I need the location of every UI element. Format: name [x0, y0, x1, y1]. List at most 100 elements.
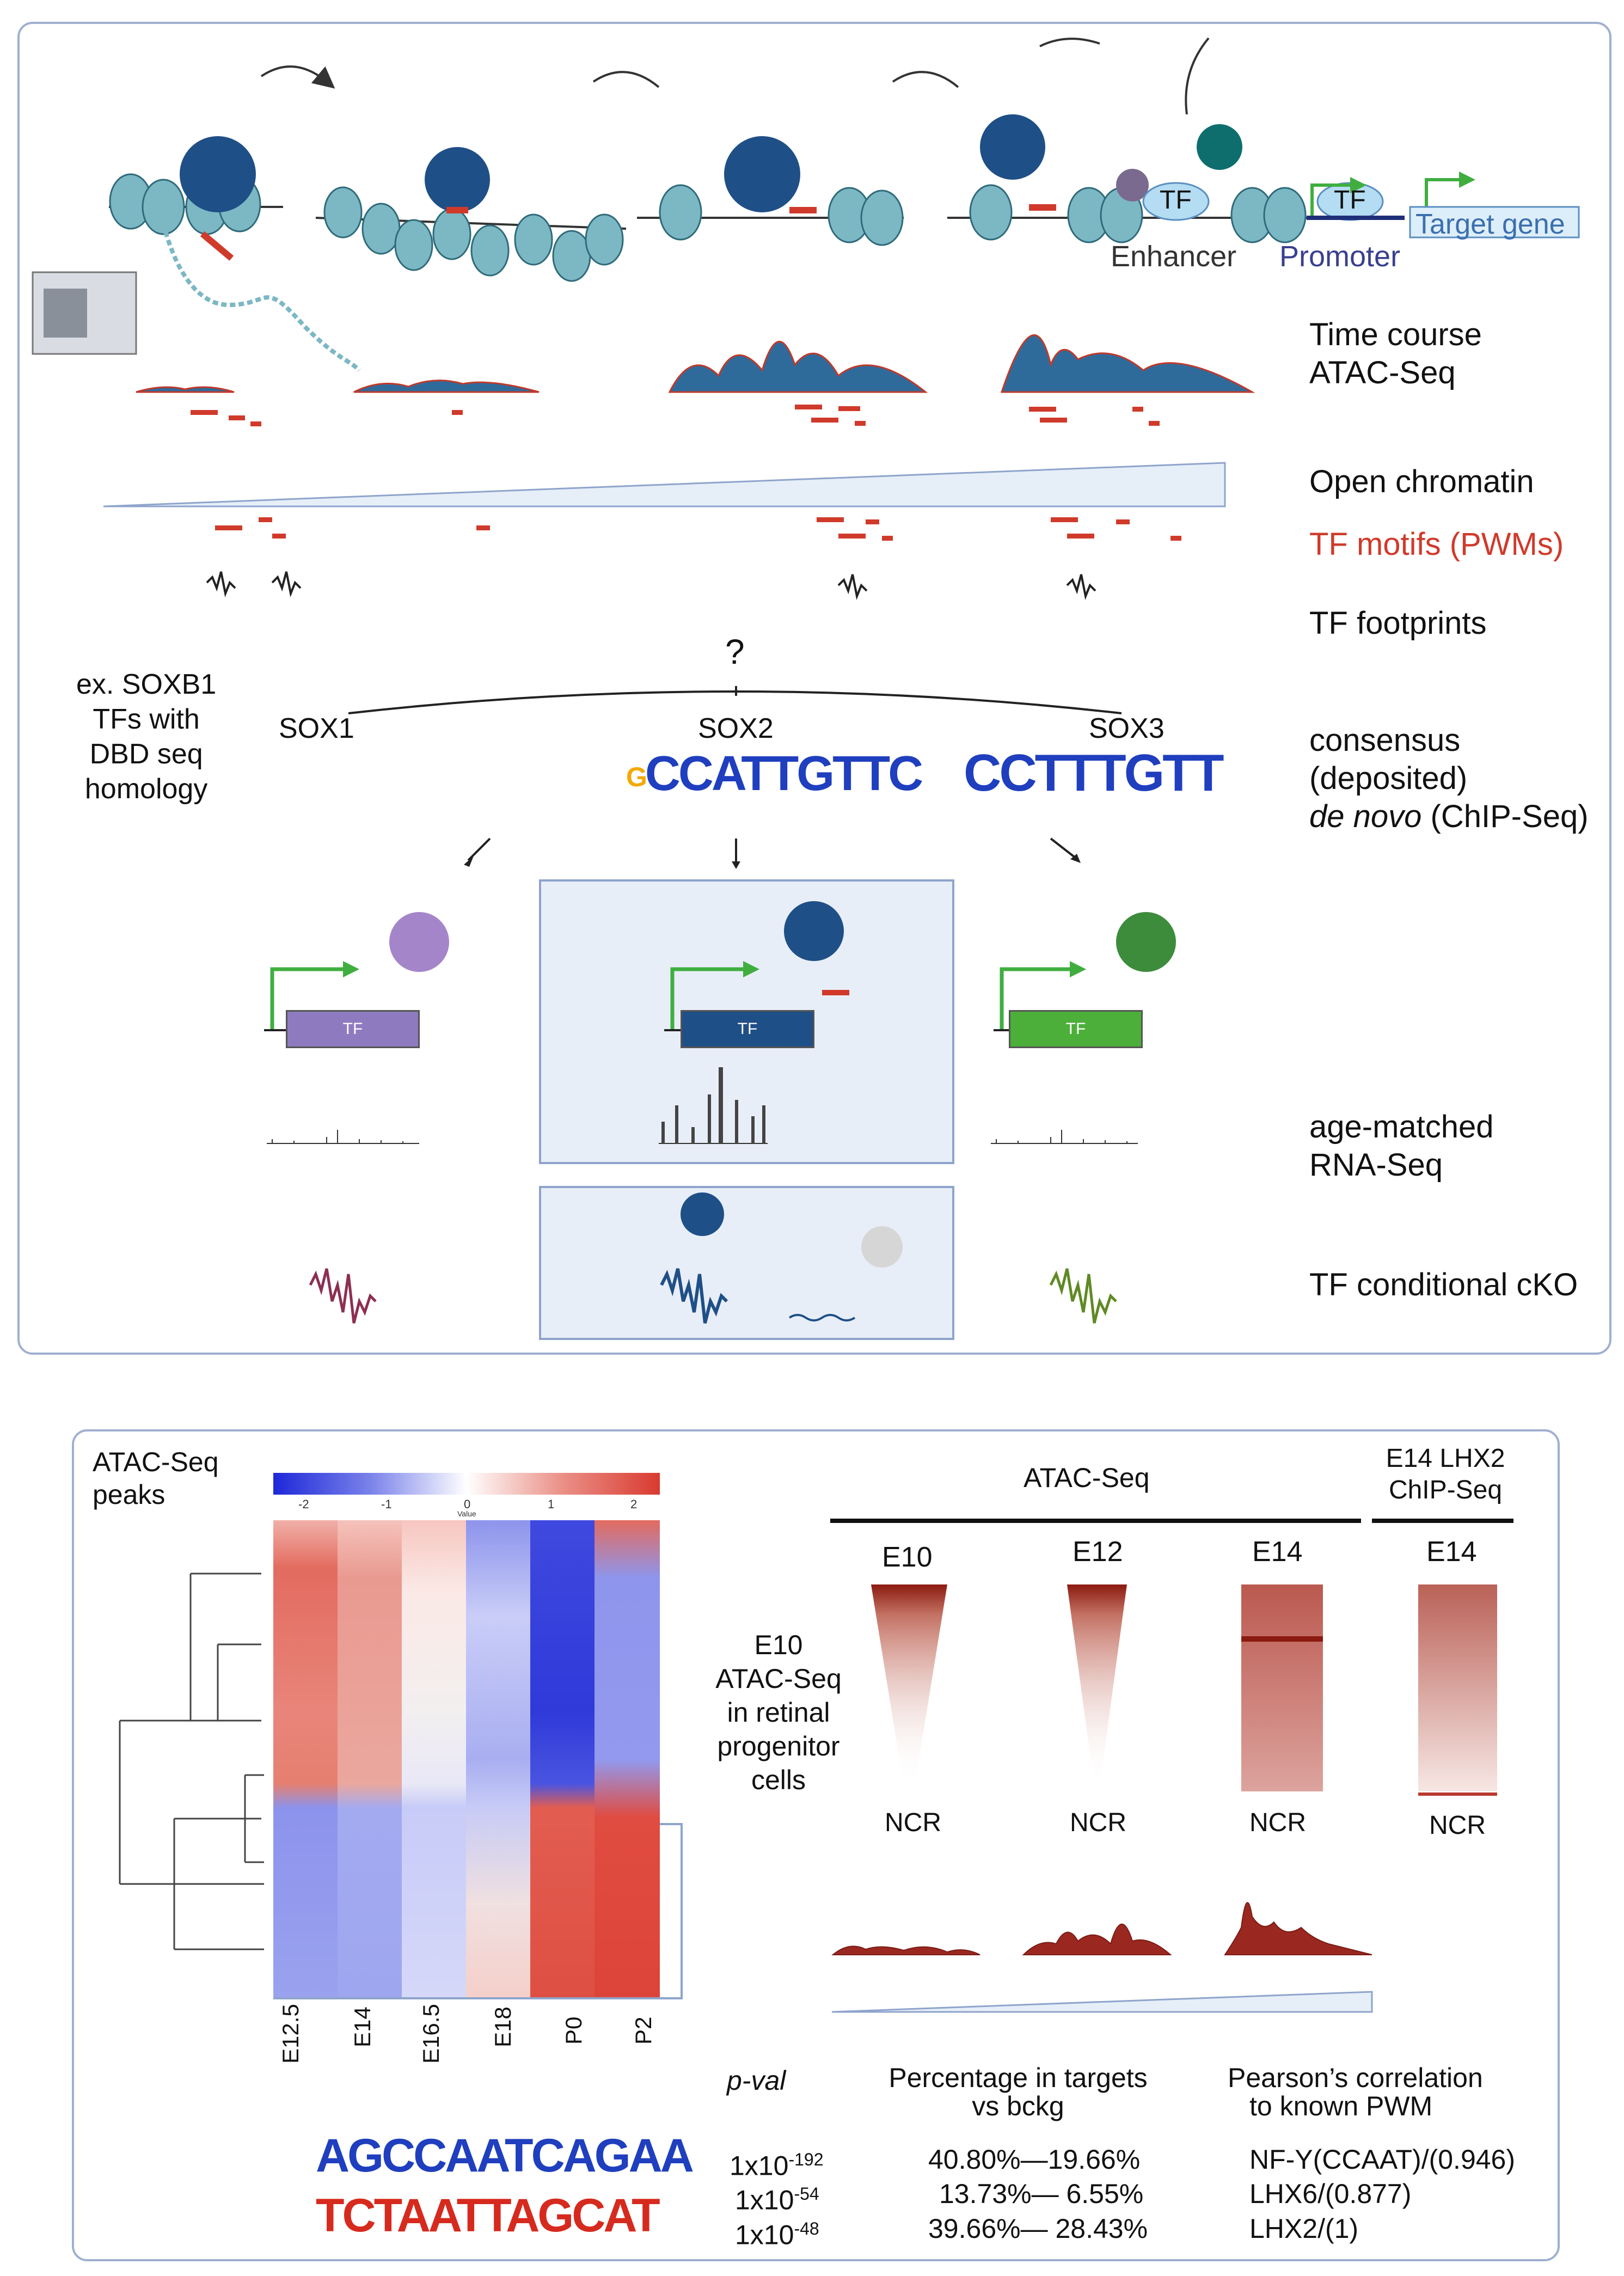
- sox2-gene-box: TF: [681, 1010, 814, 1048]
- consensus-label-1: consensus: [1309, 723, 1461, 758]
- corr-header-line-2: to known PWM: [1249, 2091, 1433, 2121]
- atac-header: ATAC-Seq: [1024, 1463, 1150, 1493]
- colorbar-tick-3: 0: [464, 1497, 471, 1511]
- ncr-label-3: NCR: [1249, 1808, 1306, 1837]
- col-label-e14-chip: E14: [1426, 1536, 1477, 1568]
- heatmap-colorbar: [273, 1473, 660, 1495]
- density-heatmaps: [871, 1584, 1497, 1796]
- example-line-2: TFs with: [93, 703, 200, 735]
- atac-profiles-bottom: [831, 1902, 1372, 1955]
- open-chromatin-label: Open chromatin: [1309, 464, 1534, 499]
- heatmap-col-label-5: P0: [561, 2016, 586, 2045]
- pval-header: p-val: [727, 2065, 786, 2096]
- enhancer-label: Enhancer: [1111, 240, 1237, 273]
- pval-base-1: 1x10: [730, 2150, 789, 2181]
- sox1-label: SOX1: [279, 713, 354, 744]
- atac-tracks-top: [136, 334, 1255, 426]
- pval-base-2: 1x10: [735, 2185, 794, 2216]
- example-line-4: homology: [84, 773, 208, 805]
- pct-header-line-1: Percentage in targets: [888, 2063, 1148, 2093]
- table-row-2-corr: LHX6/(0.877): [1249, 2179, 1412, 2209]
- table-row-3-corr: LHX2/(1): [1249, 2213, 1359, 2244]
- example-line-3: DBD seq: [89, 738, 203, 770]
- sox3-gene-box: TF: [1009, 1010, 1143, 1048]
- heatmap-col-p0: [530, 1520, 595, 1999]
- col-label-e10: E10: [882, 1541, 933, 1573]
- row-label-line-1: E10: [754, 1630, 803, 1660]
- heatmap-title: ATAC-Seq peaks: [93, 1446, 219, 1511]
- tf-motifs-label: TF motifs (PWMs): [1309, 527, 1564, 562]
- time-course-label-2: ATAC-Seq: [1309, 355, 1456, 390]
- heatmap-title-line-2: peaks: [93, 1479, 166, 1510]
- target-gene-label: Target gene: [1415, 209, 1565, 240]
- heatmap-dendrogram: [119, 1573, 264, 1950]
- pct-header: Percentage in targets vs bckg: [871, 2064, 1165, 2120]
- consensus-label-3: de novo (ChIP-Seq): [1309, 798, 1589, 836]
- promoter-label: Promoter: [1279, 240, 1401, 273]
- row-label-line-5: cells: [751, 1765, 806, 1795]
- pct-header-line-2: vs bckg: [972, 2091, 1064, 2121]
- open-chromatin-wedge: [103, 462, 1226, 507]
- motif-logo-2: TCTAATTAGCAT: [316, 2189, 660, 2242]
- cko-label: TF conditional cKO: [1309, 1267, 1578, 1302]
- sox2-motif-prefix: G: [626, 762, 647, 793]
- rnaseq-label-1: age-matched: [1309, 1109, 1494, 1145]
- atac-heatmap: [273, 1520, 660, 1999]
- col-label-e12: E12: [1073, 1536, 1123, 1568]
- tf-label-promoter: TF: [1334, 186, 1366, 215]
- ncr-label-2: NCR: [1070, 1808, 1126, 1837]
- table-row-2-pval: 1x10-54: [735, 2177, 819, 2217]
- colorbar-tick-2: -1: [381, 1497, 392, 1511]
- heatmap-bracket: [273, 1823, 683, 1999]
- sox1-gene-box: TF: [286, 1010, 420, 1048]
- table-row-3-pval: 1x10-48: [735, 2212, 819, 2252]
- sox2-label: SOX2: [698, 713, 774, 744]
- pval-exp-2: -54: [794, 2184, 819, 2204]
- row-label-line-3: in retinal: [727, 1697, 830, 1728]
- example-line-1: ex. SOXB1: [76, 669, 217, 700]
- colorbar-tick-1: -2: [298, 1497, 309, 1511]
- ncr-label-1: NCR: [885, 1808, 941, 1837]
- chip-seq-text: (ChIP-Seq): [1421, 799, 1589, 834]
- colorbar-tick-5: 2: [630, 1497, 638, 1511]
- rnaseq-label-2: RNA-Seq: [1309, 1147, 1443, 1183]
- question-mark: ?: [725, 632, 745, 671]
- cko-traces: [309, 1192, 1117, 1324]
- col-label-e14: E14: [1252, 1536, 1303, 1568]
- pval-base-3: 1x10: [735, 2219, 794, 2250]
- bottom-wedge: [831, 1991, 1373, 2013]
- pval-exp-1: -192: [788, 2150, 824, 2169]
- consensus-label-2: (deposited): [1309, 761, 1468, 796]
- sox-tree: [348, 686, 1122, 714]
- ncr-label-4: NCR: [1429, 1811, 1486, 1840]
- footprint-traces: [206, 571, 1096, 600]
- chip-header: E14 LHX2 ChIP-Seq: [1377, 1443, 1513, 1506]
- heatmap-col-e18: [466, 1520, 530, 1999]
- row-label: E10 ATAC-Seq in retinal progenitor cells: [708, 1628, 849, 1797]
- heatmap-col-e12-5: [273, 1520, 338, 1999]
- rnaseq-traces: [267, 1067, 1138, 1144]
- header-bars: [830, 1519, 1513, 1523]
- table-row-3-pct: 39.66%— 28.43%: [928, 2213, 1148, 2244]
- table-row-1-pct: 40.80%—19.66%: [928, 2144, 1141, 2175]
- sox3-motif-letters: CCTTTGTT: [964, 744, 1224, 802]
- motif-logo-1: AGCCAATCAGAA: [316, 2130, 694, 2182]
- pval-exp-3: -48: [794, 2219, 819, 2238]
- table-row-1-pval: 1x10-192: [730, 2143, 823, 2183]
- row-label-line-2: ATAC-Seq: [715, 1663, 842, 1694]
- de-novo-italic: de novo: [1309, 799, 1422, 834]
- chromatin-stages-diagram: [32, 37, 1580, 372]
- heatmap-col-label-6: P2: [630, 2016, 656, 2045]
- example-text: ex. SOXB1 TFs with DBD seq homology: [76, 667, 216, 806]
- heatmap-col-p2: [595, 1520, 660, 1999]
- corr-header-line-1: Pearson’s correlation: [1228, 2063, 1483, 2093]
- gene-schematics: [264, 901, 1176, 1031]
- chip-header-line-1: E14 LHX2: [1386, 1444, 1505, 1473]
- heatmap-col-e14: [338, 1520, 402, 1999]
- chip-header-line-2: ChIP-Seq: [1388, 1476, 1503, 1504]
- colorbar-tick-4: 1: [548, 1497, 555, 1511]
- tf-label-enhancer: TF: [1160, 186, 1192, 215]
- colorbar-caption: Value: [457, 1509, 476, 1518]
- sox2-motif-letters: CCATTGTTC: [645, 747, 923, 801]
- tf-footprints-label: TF footprints: [1309, 605, 1487, 641]
